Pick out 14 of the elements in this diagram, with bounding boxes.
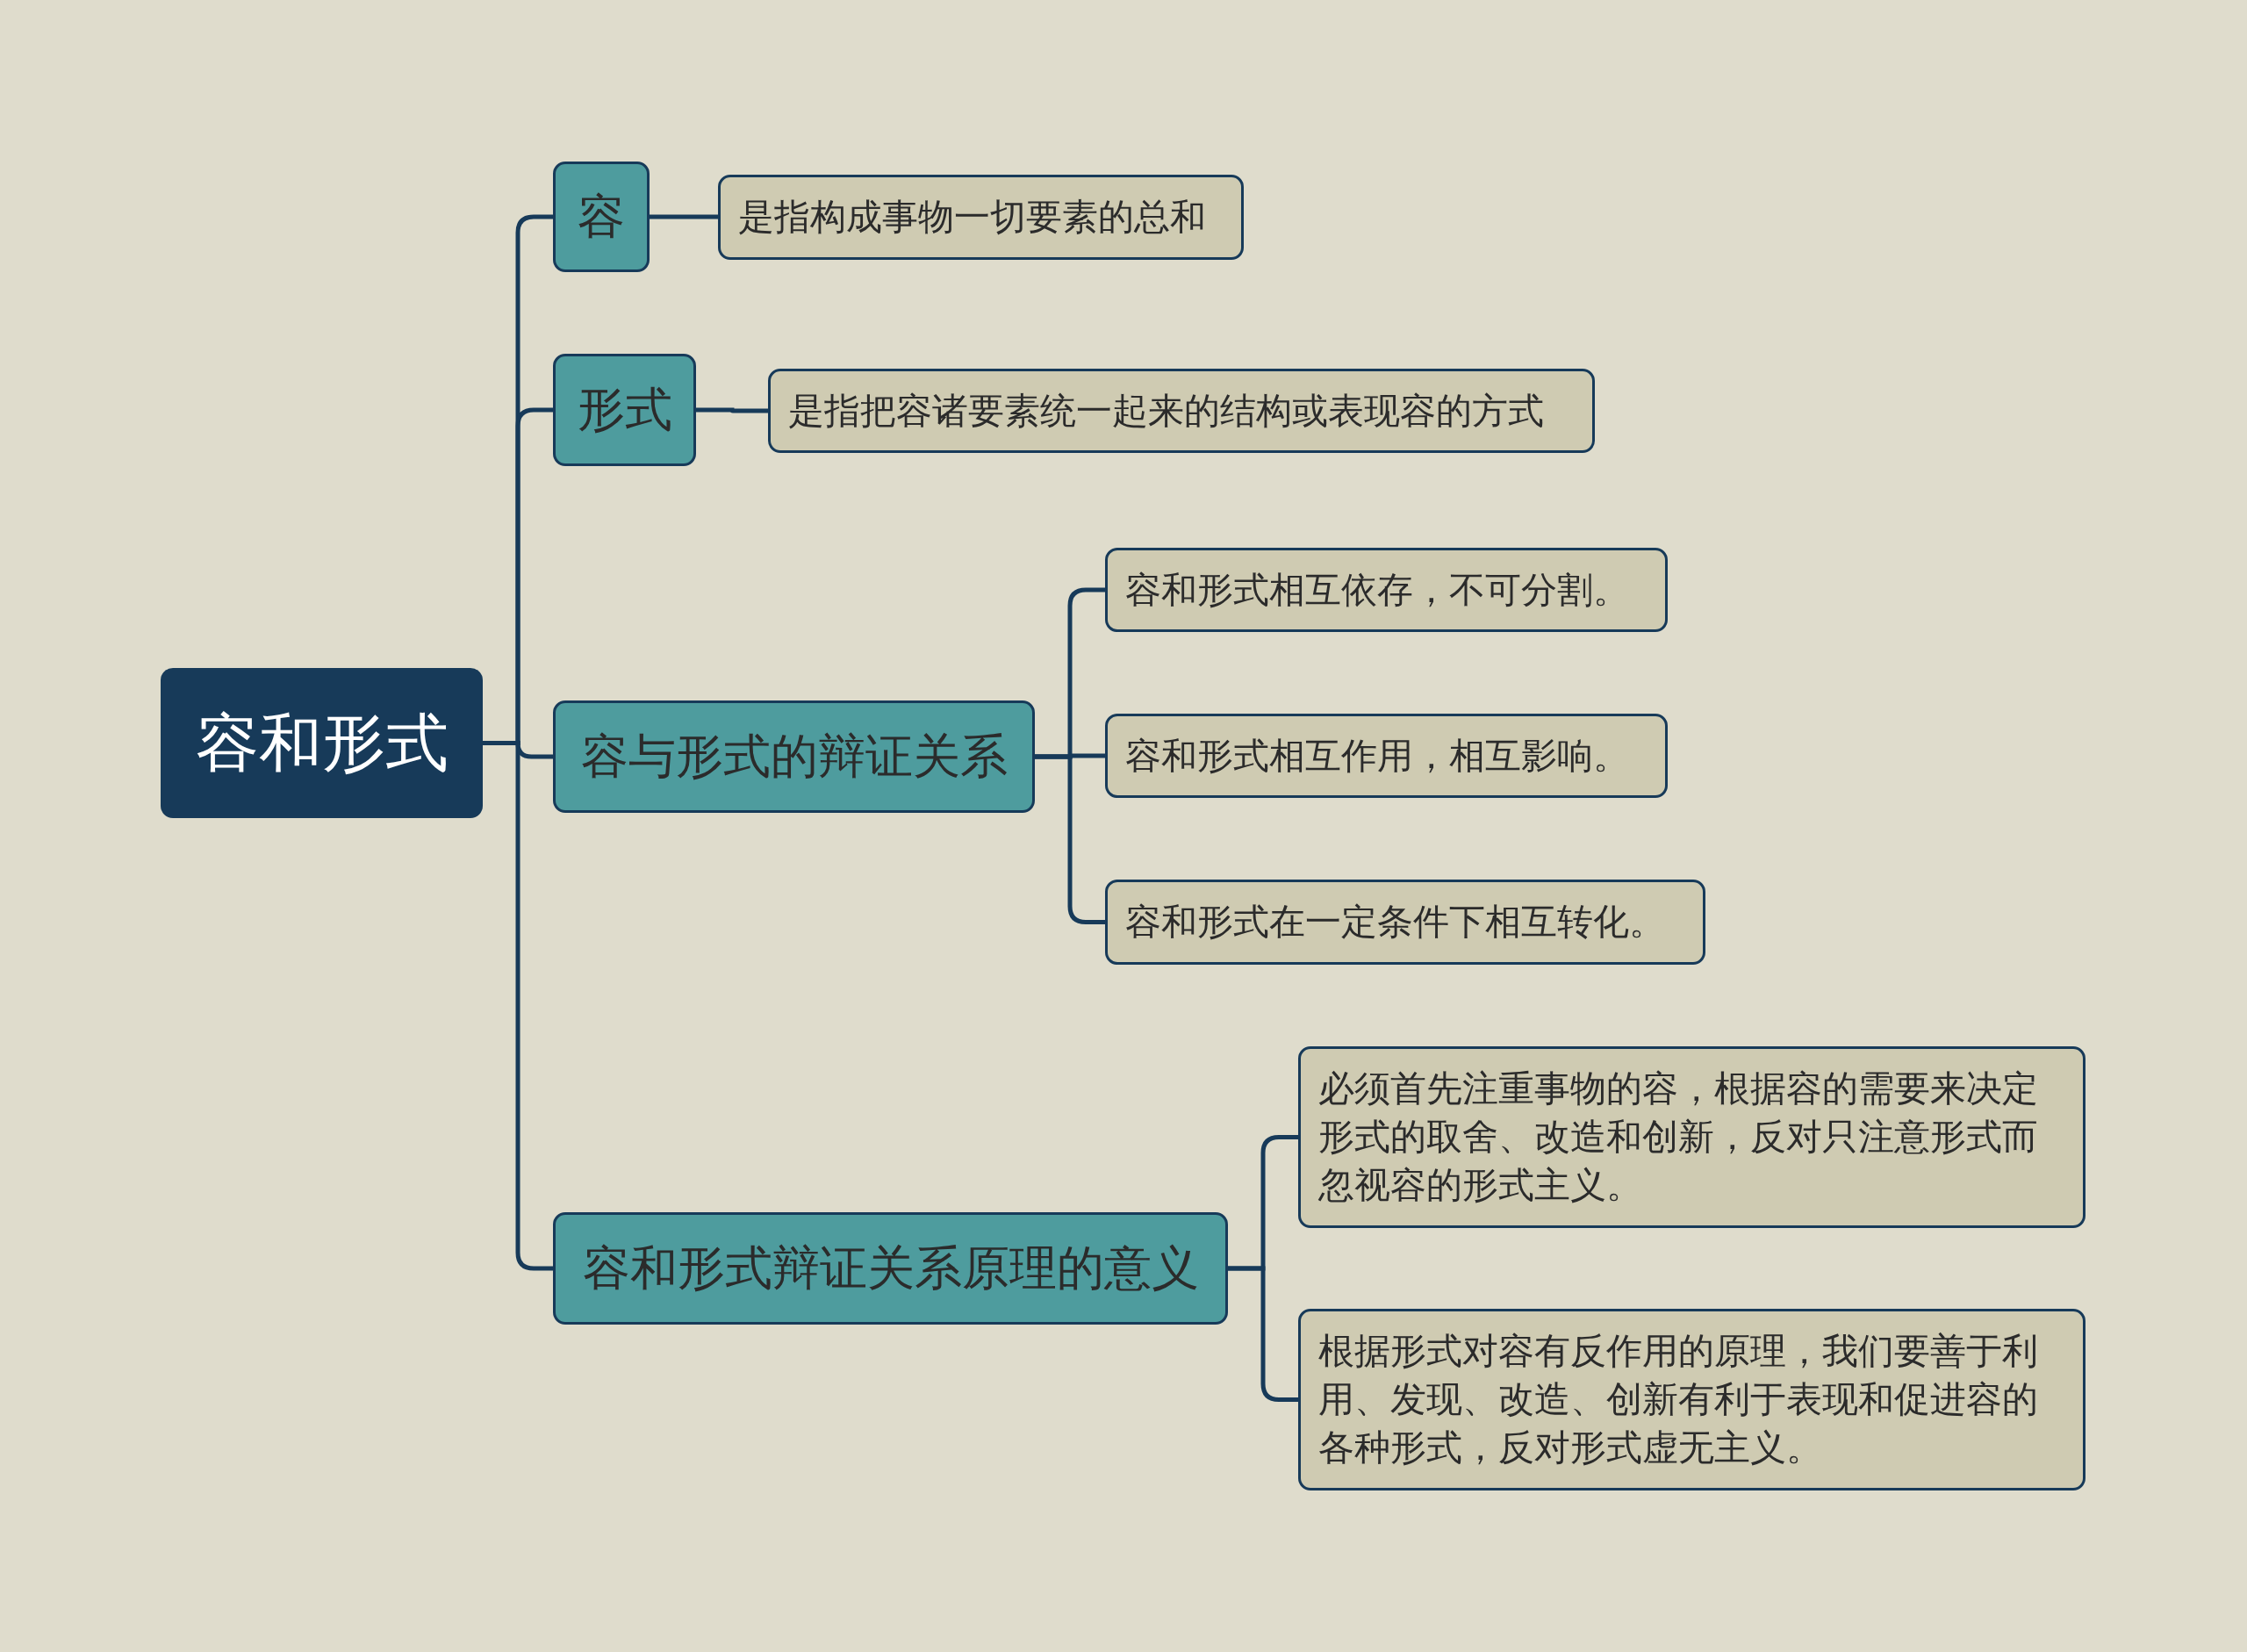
connector-line — [650, 214, 718, 219]
topic-box: 形式 — [553, 354, 696, 466]
note-box: 容和形式在一定条件下相互转化。 — [1105, 880, 1705, 965]
connector-line — [696, 407, 768, 413]
note-box: 是指构成事物一切要素的总和 — [718, 175, 1244, 260]
note-box: 必须首先注重事物的容，根据容的需要来决定形式的取舍、改造和创新，反对只注意形式而忽视容的形式主义。 — [1298, 1046, 2085, 1228]
note-box: 根据形式对容有反作用的原理，我们要善于利用、发现、改造、创新有利于表现和促进容的各种形式，反对形式虚无主义。 — [1298, 1309, 2085, 1490]
note-box: 是指把容诸要素统一起来的结构或表现容的方式 — [768, 369, 1595, 453]
topic-box: 容 — [553, 162, 650, 272]
central-topic-box: 容和形式 — [161, 668, 483, 818]
topic-box: 容与形式的辩证关系 — [553, 700, 1035, 813]
note-box: 容和形式相互依存，不可分割。 — [1105, 548, 1668, 632]
topic-box: 容和形式辩证关系原理的意义 — [553, 1212, 1228, 1325]
note-box: 容和形式相互作用，相互影响。 — [1105, 714, 1668, 798]
